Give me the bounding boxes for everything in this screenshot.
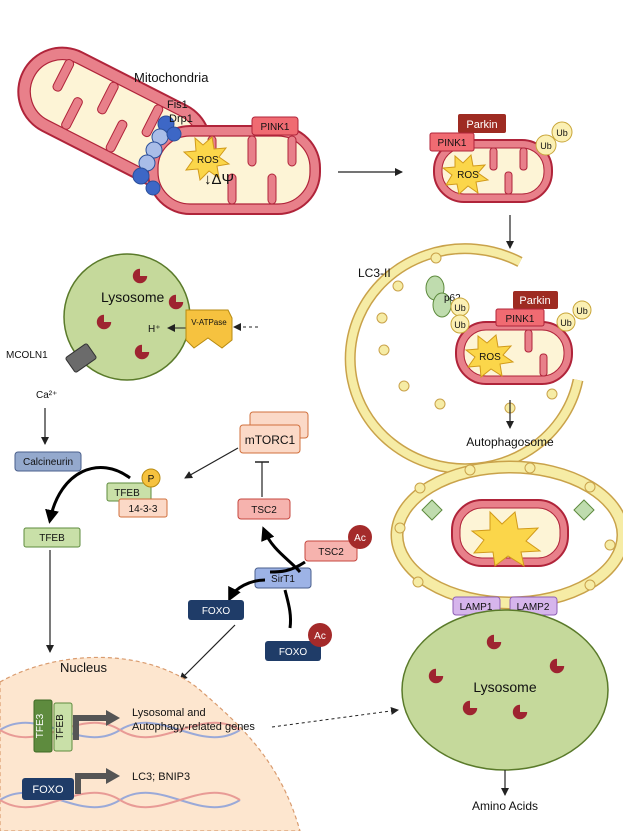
mcoln1-channel: [65, 343, 97, 373]
pink1-box-3: [495, 308, 545, 327]
curved-arrow-to-tsc2: [261, 526, 302, 573]
mtorc1-label: mTORC1: [245, 433, 296, 447]
v-atpase-label: V-ATPase: [191, 318, 227, 327]
autophagosome-label: Autophagosome: [466, 435, 554, 449]
tfeb-bar: [53, 702, 73, 752]
tfe3-label: TFE3: [35, 713, 46, 738]
tsc2-ac-label: TSC2: [318, 547, 344, 558]
ub-label-e: Ub: [560, 318, 572, 328]
ub-label-c: Ub: [454, 303, 466, 313]
mtorc1-box: [239, 424, 301, 454]
parkin-tagged-mitochondrion: [433, 139, 553, 203]
fis1-label: Fis1: [167, 99, 188, 111]
ub-label-a: Ub: [540, 141, 552, 151]
lysosomal-genes-line2: Autophagy-related genes: [132, 721, 255, 733]
ub-label-f: Ub: [576, 306, 588, 316]
foxo-ac-box: [265, 641, 321, 661]
ros-label: ROS: [197, 155, 219, 166]
tsc2-ac-box: [304, 540, 358, 562]
lamp2-label: LAMP2: [517, 602, 550, 613]
ac-group-tsc2: [348, 525, 372, 549]
arrow-mtorc1-to-tfeb: [184, 447, 239, 479]
v-atpase-pump: [185, 309, 233, 349]
parkin-label-2: Parkin: [519, 295, 550, 307]
calcineurin-label: Calcineurin: [23, 457, 73, 468]
ac-group-foxo: [308, 623, 332, 647]
phagophore: [344, 243, 584, 475]
amino-acids-label: Amino Acids: [472, 799, 538, 813]
tsc2-label: TSC2: [251, 505, 277, 516]
foxo-nuclear-box: [22, 778, 74, 800]
pink1-box-2: [429, 132, 475, 152]
phospho-label: P: [148, 474, 155, 485]
ca2plus-label: Ca²⁺: [36, 390, 57, 401]
nucleus-label: Nucleus: [60, 660, 107, 675]
autophagosome: [390, 460, 623, 610]
p62-label: p62: [444, 293, 461, 304]
curved-arrow-from-tsc2-ac: [269, 560, 306, 574]
arrow-foxo-to-nucleus: [179, 624, 236, 681]
h-plus-label: H⁺: [148, 324, 161, 335]
curved-arrow-from-foxo-ac: [283, 589, 292, 629]
fissioning-mitochondria: [17, 46, 321, 215]
curved-arrow-dephosphorylation: [45, 466, 131, 524]
lysosomal-genes-line1: Lysosomal and: [132, 707, 206, 719]
ac-label-foxo: Ac: [314, 631, 326, 642]
parkin-label: Parkin: [466, 119, 497, 131]
pink1-label-2: PINK1: [438, 138, 467, 149]
ros-label-2: ROS: [457, 170, 479, 181]
tfe3-bar: [33, 699, 53, 753]
pink1-label: PINK1: [261, 122, 290, 133]
lysosome-left-label: Lysosome: [101, 289, 165, 305]
parkin-box-2: [513, 291, 558, 309]
sirt1-label: SirT1: [271, 574, 295, 585]
drp1-label: Drp1: [169, 113, 193, 125]
foxo-ac-label: FOXO: [279, 647, 308, 658]
protein-14-3-3-box: [118, 498, 168, 518]
ros-burst: [182, 136, 231, 182]
lamp1-label: LAMP1: [460, 602, 493, 613]
ros-label-3: ROS: [479, 352, 501, 363]
calcineurin-box: [14, 451, 82, 472]
lc3-bnip3-label: LC3; BNIP3: [132, 771, 190, 783]
mitochondria-label: Mitochondria: [134, 70, 209, 85]
foxo-nuclear-label: FOXO: [32, 784, 64, 796]
lysosome-right-label: Lysosome: [473, 679, 537, 695]
tfeb-phospho-label: TFEB: [114, 488, 140, 499]
ub-label-b: Ub: [556, 128, 568, 138]
phospho-group: [141, 468, 161, 488]
sirt1-box: [254, 567, 312, 589]
tfeb-free-label: TFEB: [39, 533, 65, 544]
foxo-label: FOXO: [202, 606, 231, 617]
tsc2-box: [237, 498, 291, 520]
mcoln1-label: MCOLN1: [6, 350, 48, 361]
dashed-arrow-genes-to-lysosome: [271, 706, 399, 728]
curved-arrow-to-foxo: [228, 578, 266, 602]
transcription-arrow-2: [75, 773, 108, 794]
tfeb-bar-label: TFEB: [55, 714, 66, 740]
ub-label-d: Ub: [454, 320, 466, 330]
pink1-box: [251, 116, 299, 136]
transcription-arrow-1: [73, 715, 108, 740]
lc3-ii-label: LC3-II: [358, 266, 391, 280]
protein-14-3-3-label: 14-3-3: [129, 504, 158, 515]
pink1-label-3: PINK1: [506, 314, 535, 325]
foxo-box: [188, 600, 244, 620]
parkin-box: [458, 114, 506, 133]
delta-psi-label: ↓ΔΨ: [204, 171, 234, 188]
ac-label-tsc2: Ac: [354, 533, 366, 544]
tfeb-free-box: [23, 527, 81, 548]
